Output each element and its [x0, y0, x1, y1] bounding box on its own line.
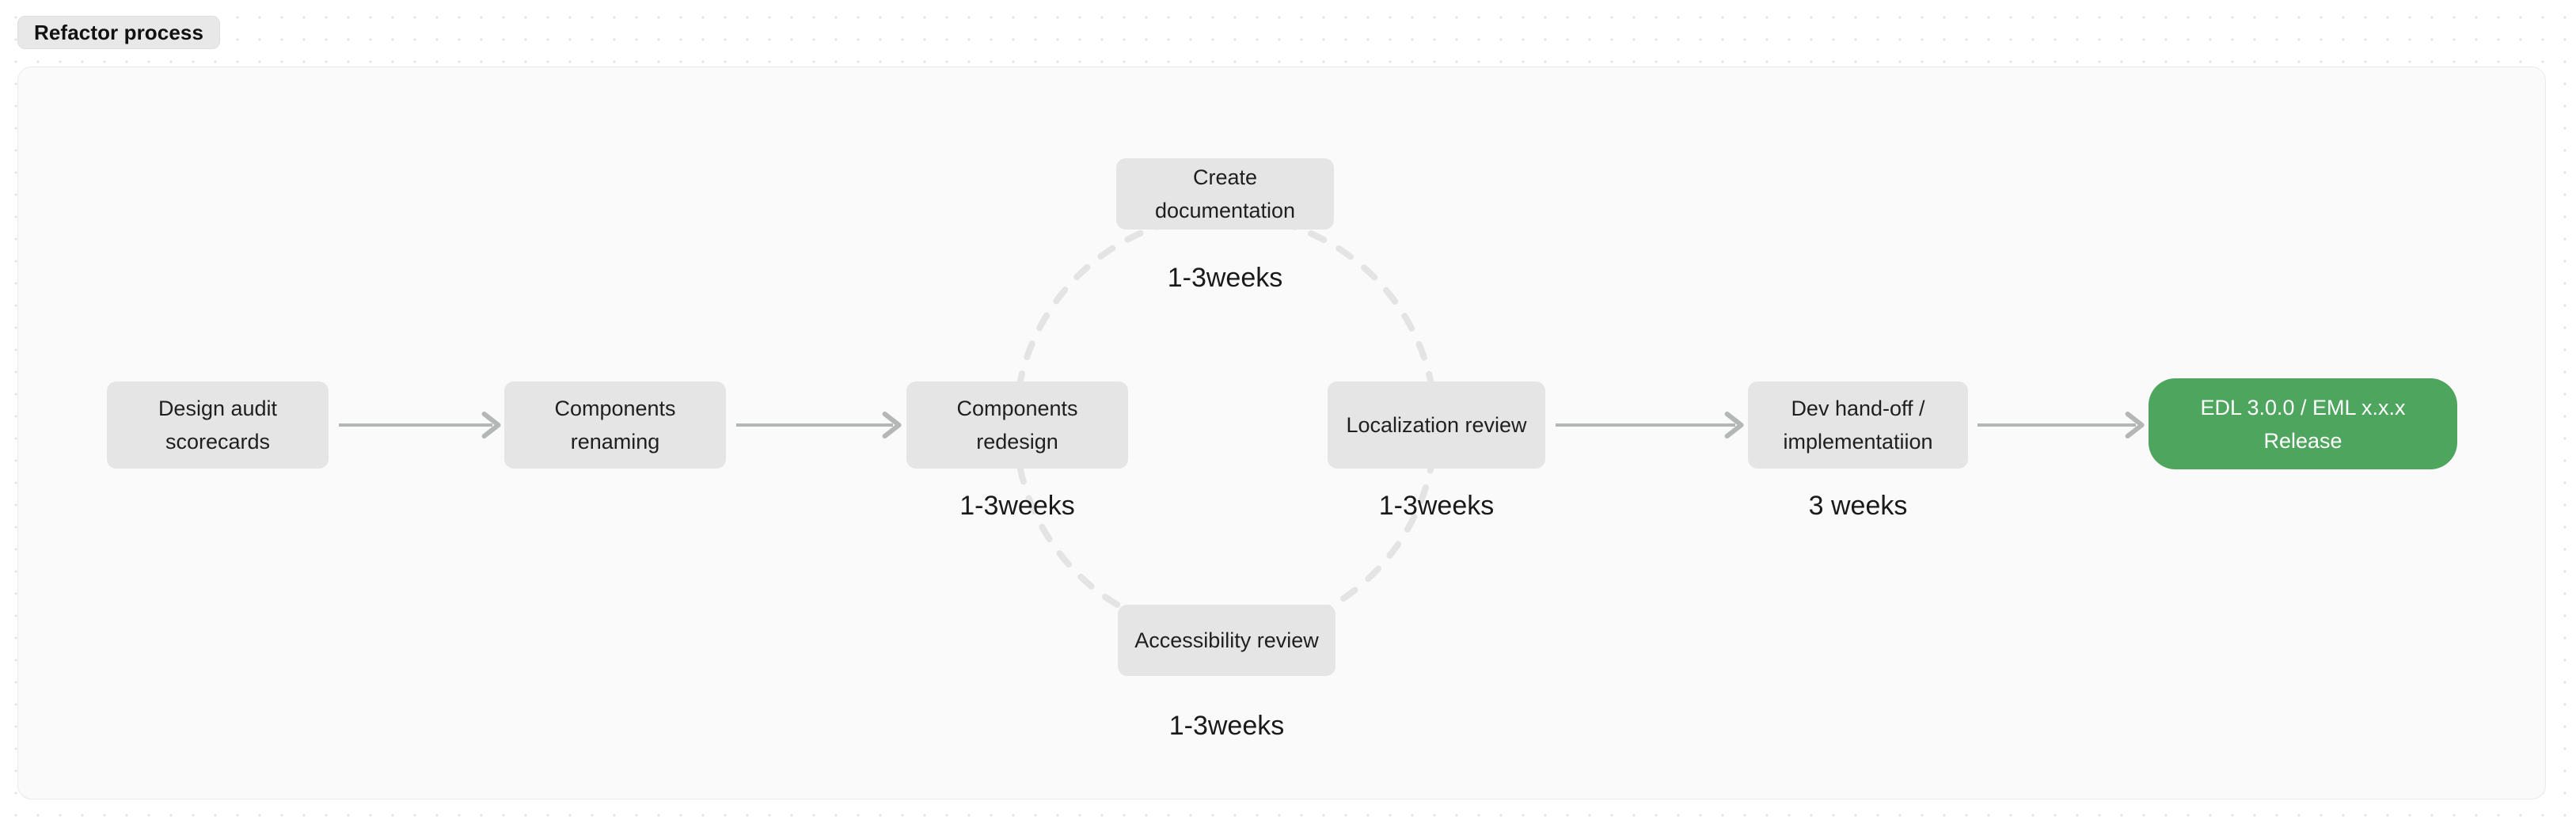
node-label: EDL 3.0.0 / EML x.x.x Release [2200, 395, 2406, 453]
node-label: Accessibility review [1134, 628, 1319, 652]
duration-accessibility-review: 1-3weeks [1168, 711, 1285, 741]
node-localization-review[interactable]: Localization review [1328, 382, 1545, 469]
duration-localization-review: 1-3weeks [1378, 491, 1495, 521]
node-design-audit-scorecards[interactable]: Design audit scorecards [107, 382, 329, 469]
node-dev-handoff-implementation[interactable]: Dev hand-off / implementatiion [1748, 382, 1968, 469]
duration-dev-handoff-implementation: 3 weeks [1808, 491, 1908, 521]
diagram-title-chip[interactable]: Refactor process [17, 16, 221, 49]
node-components-redesign[interactable]: Components redesign [906, 382, 1128, 469]
node-components-renaming[interactable]: Components renaming [504, 382, 726, 469]
node-create-documentation[interactable]: Create documentation [1116, 158, 1334, 230]
node-label: Create documentation [1154, 165, 1296, 222]
page-title: Refactor process [34, 20, 204, 44]
duration-components-redesign: 1-3weeks [959, 491, 1075, 521]
node-label: Components redesign [956, 397, 1078, 454]
duration-create-documentation: 1-3weeks [1167, 263, 1283, 293]
node-label: Components renaming [554, 397, 676, 454]
node-label: Dev hand-off / implementatiion [1783, 397, 1933, 454]
node-release[interactable]: EDL 3.0.0 / EML x.x.x Release [2149, 378, 2457, 469]
node-label: Localization review [1346, 413, 1527, 437]
node-label: Design audit scorecards [158, 397, 278, 454]
node-accessibility-review[interactable]: Accessibility review [1118, 605, 1335, 676]
